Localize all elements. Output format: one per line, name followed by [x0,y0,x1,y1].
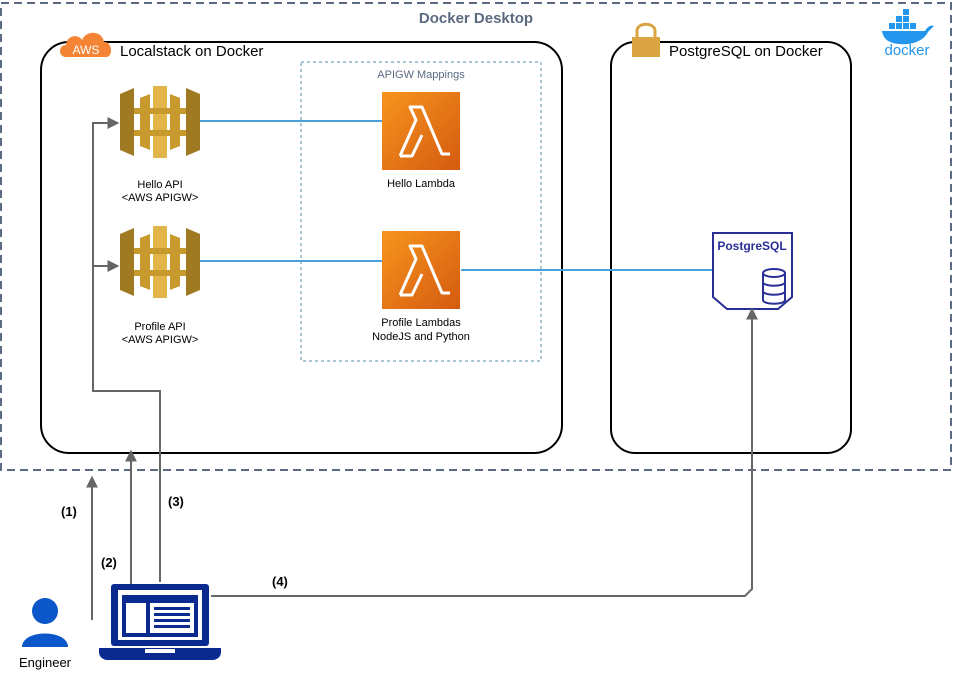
docker-desktop-title: Docker Desktop [419,10,533,27]
postgres-container-title: PostgreSQL on Docker [669,43,823,60]
docker-logo-text: docker [884,42,929,59]
postgresql-db-label: PostgreSQL [717,239,786,253]
engineer-label: Engineer [19,655,72,670]
localstack-title: Localstack on Docker [120,43,263,60]
profile-lambdas-label-2: NodeJS and Python [372,331,470,343]
hello-lambda-label: Hello Lambda [387,178,456,190]
profile-api-name: Profile API [134,321,185,333]
step-label-4: (4) [272,574,288,589]
lambda-icon [382,92,460,170]
postgresql-db-icon [712,232,793,310]
hello-api-type: <AWS APIGW> [122,192,199,204]
api-gateway-icon [120,86,200,158]
person-icon [22,598,68,647]
apigw-mappings-group [300,61,542,362]
docker-desktop-boundary [0,2,952,471]
profile-api-type: <AWS APIGW> [122,334,199,346]
step-label-2: (2) [101,555,117,570]
docker-whale-icon [882,9,934,45]
flow-arrow-4 [211,307,758,597]
aws-cloud-icon [60,32,112,57]
hello-api-name: Hello API [137,179,182,191]
step-label-3: (3) [168,494,184,509]
flow-arrow-3-profile [92,260,120,391]
api-gateway-icon [120,226,200,298]
profile-lambdas-label-1: Profile Lambdas [381,317,461,329]
lock-icon [632,22,660,57]
lambda-icon [382,231,460,309]
step-label-1: (1) [61,504,77,519]
aws-badge-text: AWS [73,43,100,57]
apigw-mappings-title: APIGW Mappings [377,69,465,81]
laptop-icon [99,584,221,660]
